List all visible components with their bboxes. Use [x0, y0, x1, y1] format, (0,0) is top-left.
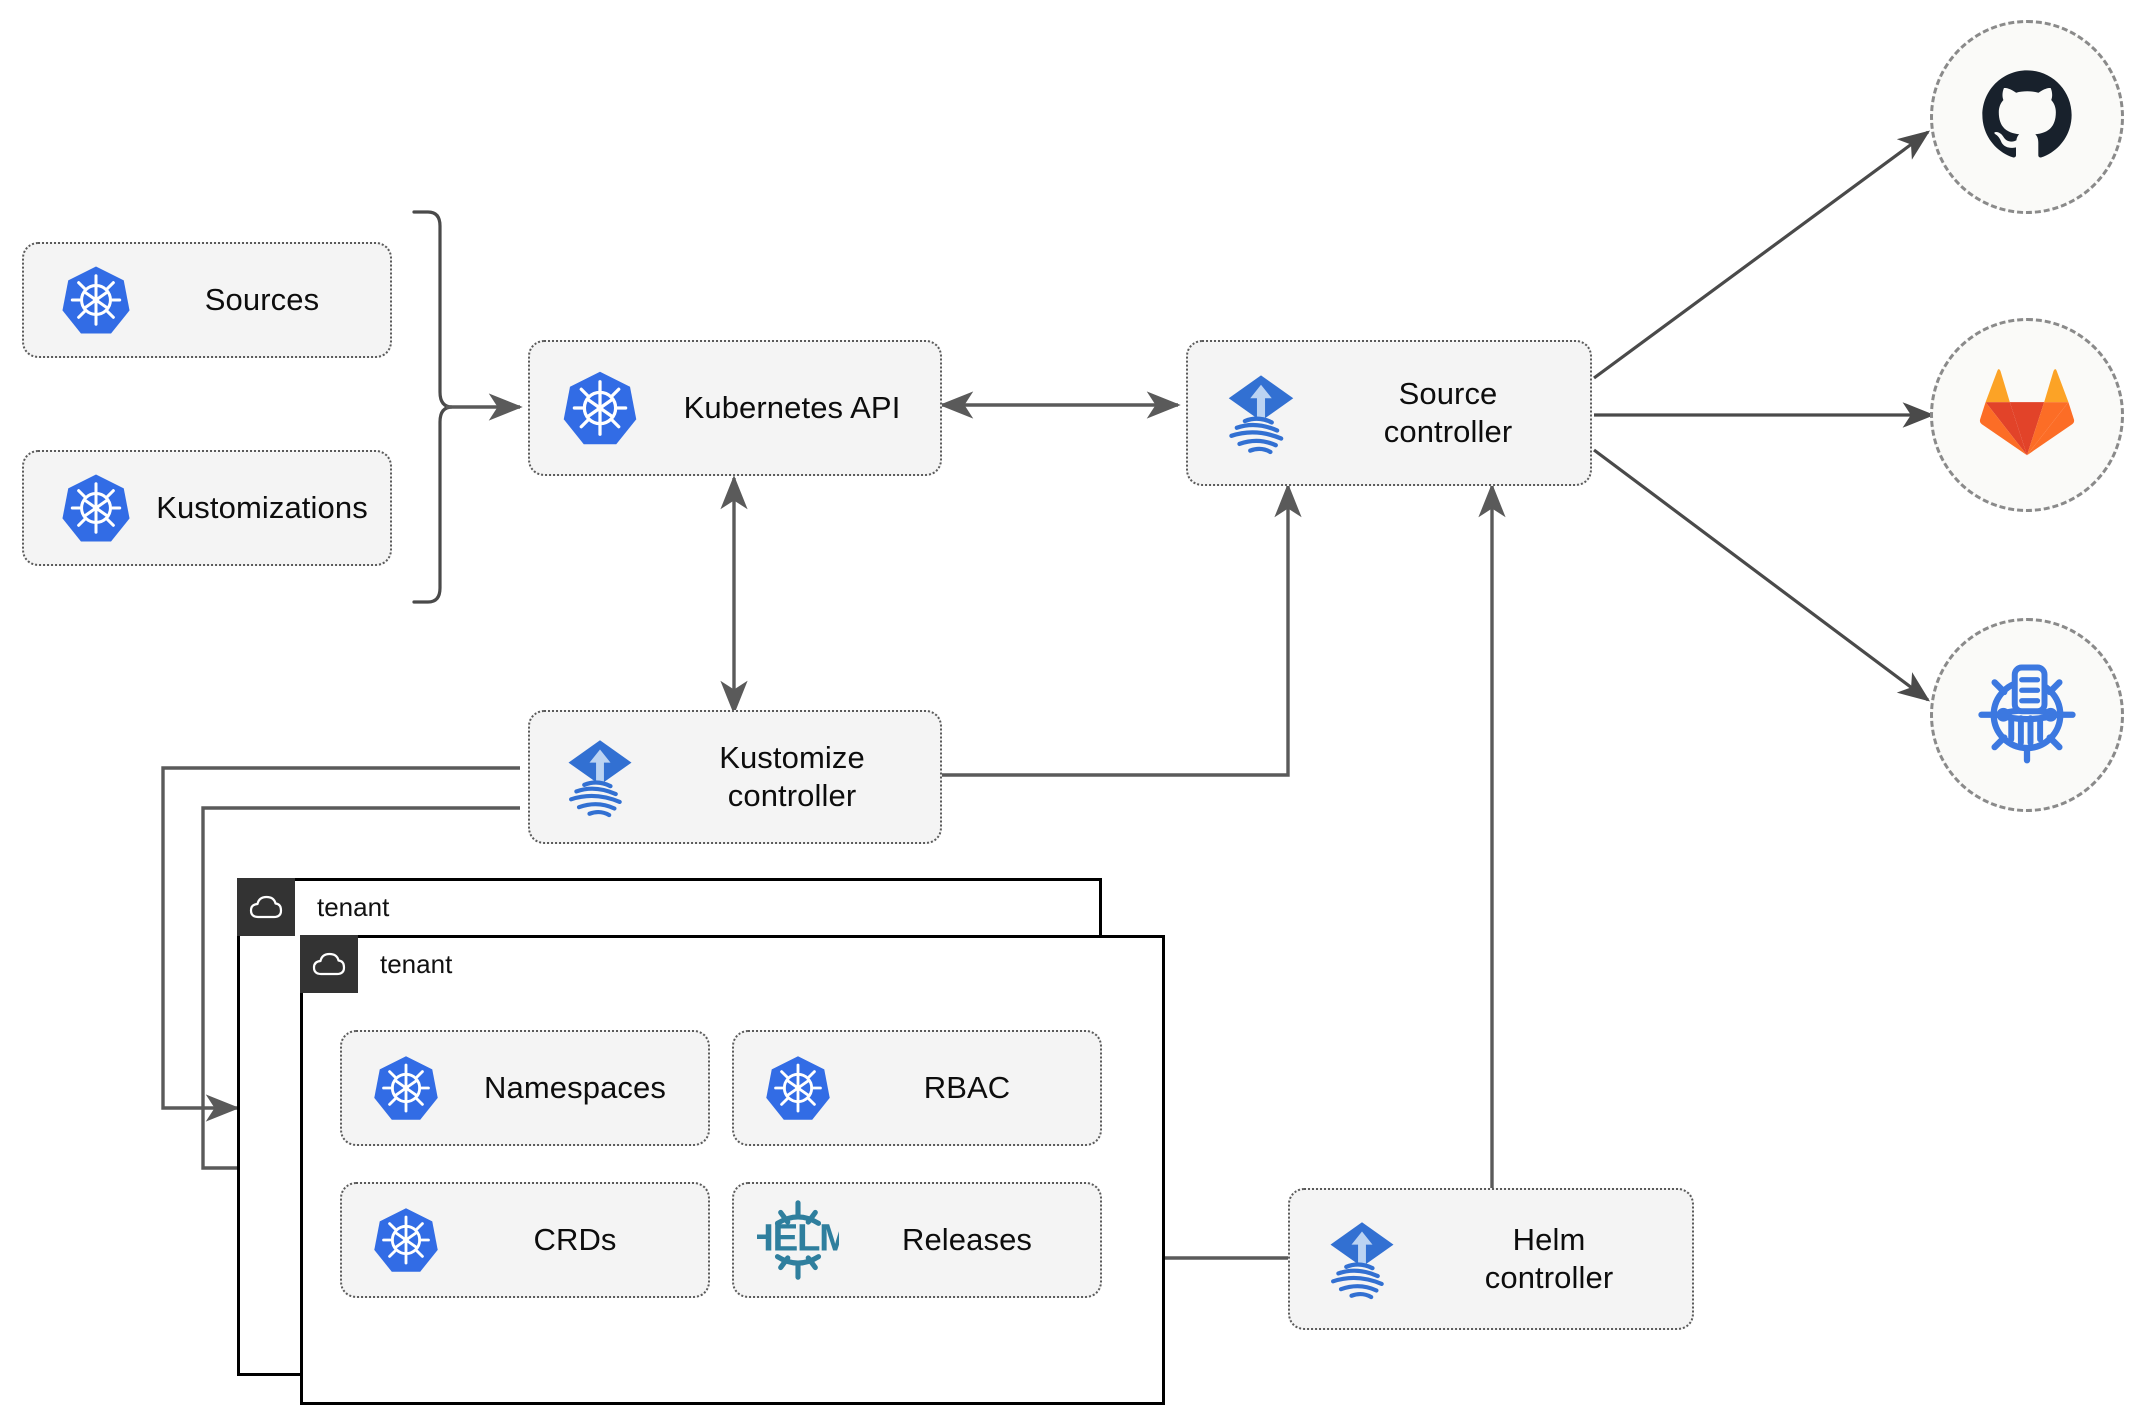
kubernetes-icon: [48, 471, 144, 545]
tenant-header: tenant: [237, 878, 389, 936]
node-label: Namespaces: [484, 1070, 666, 1106]
node-kustomizations[interactable]: Kustomizations: [22, 450, 392, 566]
node-namespaces[interactable]: Namespaces: [340, 1030, 710, 1146]
node-label: Kustomizations: [156, 490, 368, 526]
kubernetes-icon: [546, 368, 654, 448]
endpoint-github[interactable]: [1930, 20, 2124, 214]
flux-icon: [1206, 370, 1316, 456]
node-sources[interactable]: Sources: [22, 242, 392, 358]
helm-repository-icon: [1971, 657, 2083, 774]
node-helm-controller[interactable]: Helm controller: [1288, 1188, 1694, 1330]
node-crds[interactable]: CRDs: [340, 1182, 710, 1298]
node-label: Kubernetes API: [683, 390, 901, 426]
gitlab-icon: [1977, 365, 2077, 466]
flux-icon: [1308, 1217, 1416, 1301]
cloud-icon: [300, 935, 358, 993]
cloud-icon: [237, 878, 295, 936]
tenant-label: tenant: [317, 891, 390, 922]
helm-icon: HELM: [752, 1199, 844, 1281]
github-icon: [1976, 64, 2078, 171]
endpoint-gitlab[interactable]: [1930, 318, 2124, 512]
node-label: RBAC: [923, 1070, 1011, 1106]
helm-wordmark: HELM: [757, 1216, 839, 1259]
node-label: Kustomize controller: [719, 740, 865, 813]
node-source-controller[interactable]: Source controller: [1186, 340, 1592, 486]
node-label: CRDs: [533, 1222, 617, 1258]
tenant-container-front[interactable]: tenant: [300, 935, 1165, 1405]
tenant-label: tenant: [380, 948, 453, 979]
kubernetes-icon: [360, 1053, 452, 1123]
node-kubernetes-api[interactable]: Kubernetes API: [528, 340, 942, 476]
node-rbac[interactable]: RBAC: [732, 1030, 1102, 1146]
node-label: Helm controller: [1484, 1222, 1614, 1295]
kubernetes-icon: [48, 263, 144, 337]
endpoint-helm-repository[interactable]: [1930, 618, 2124, 812]
flux-icon: [546, 735, 654, 819]
node-releases[interactable]: HELM Releases: [732, 1182, 1102, 1298]
node-kustomize-controller[interactable]: Kustomize controller: [528, 710, 942, 844]
kubernetes-icon: [752, 1053, 844, 1123]
kubernetes-icon: [360, 1205, 452, 1275]
node-label: Sources: [204, 282, 320, 318]
node-label: Source controller: [1383, 376, 1513, 449]
tenant-header: tenant: [300, 935, 452, 993]
node-label: Releases: [901, 1222, 1033, 1258]
